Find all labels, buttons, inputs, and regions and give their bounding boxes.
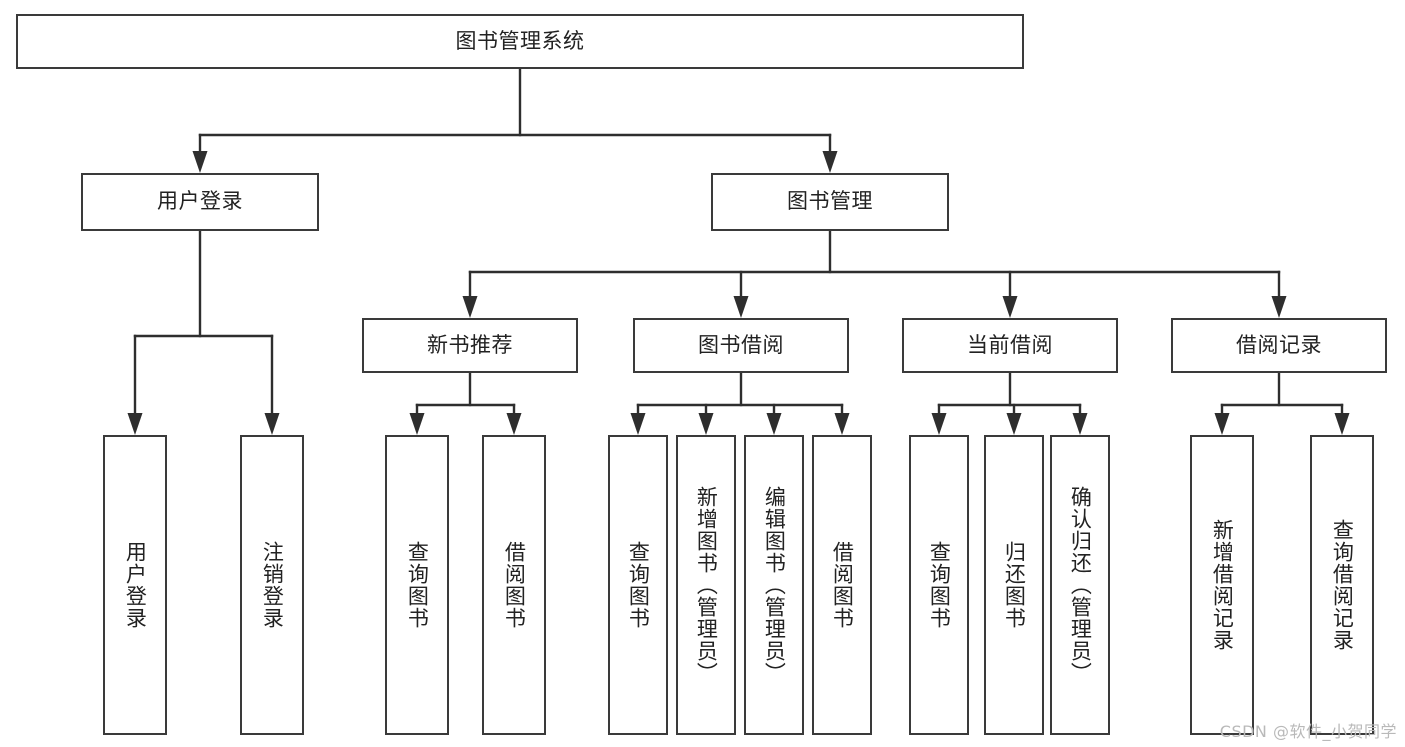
node-f_query_book_1[interactable]: 查询图书 [385, 435, 449, 735]
node-label: 图书管理 [787, 189, 873, 214]
arrowhead [834, 413, 850, 435]
node-label: 借阅图书 [830, 541, 855, 629]
node-book_manage[interactable]: 图书管理 [711, 173, 949, 231]
node-f_borrow_book_1[interactable]: 借阅图书 [482, 435, 546, 735]
node-borrow_record[interactable]: 借阅记录 [1171, 318, 1387, 373]
arrowhead [733, 296, 749, 318]
node-label: 新增借阅记录 [1210, 519, 1235, 651]
node-label: 借阅记录 [1236, 332, 1322, 357]
node-label: 新增图书（管理员） [694, 486, 719, 684]
watermark: CSDN @软件_小贺同学 [1219, 722, 1397, 741]
node-label: 确认归还（管理员） [1068, 486, 1093, 684]
arrowhead [127, 413, 143, 435]
node-label: 用户登录 [123, 541, 148, 629]
node-current_borrow[interactable]: 当前借阅 [902, 318, 1118, 373]
node-book_borrow[interactable]: 图书借阅 [633, 318, 849, 373]
node-f_query_record[interactable]: 查询借阅记录 [1310, 435, 1374, 735]
arrowhead [1214, 413, 1230, 435]
node-f_query_book_3[interactable]: 查询图书 [909, 435, 969, 735]
arrowhead [462, 296, 478, 318]
arrowhead [766, 413, 782, 435]
arrowhead [264, 413, 280, 435]
arrowhead [409, 413, 425, 435]
arrowhead [822, 151, 838, 173]
node-f_confirm_ret[interactable]: 确认归还（管理员） [1050, 435, 1110, 735]
node-label: 查询图书 [626, 541, 651, 629]
node-f_return_book[interactable]: 归还图书 [984, 435, 1044, 735]
node-label: 查询借阅记录 [1330, 519, 1355, 651]
node-label: 查询图书 [405, 541, 430, 629]
node-f_add_book[interactable]: 新增图书（管理员） [676, 435, 736, 735]
arrowhead [931, 413, 947, 435]
arrowhead [192, 151, 208, 173]
arrowhead [698, 413, 714, 435]
node-label: 图书借阅 [698, 332, 784, 357]
arrowhead [630, 413, 646, 435]
node-label: 用户登录 [157, 189, 243, 214]
node-f_user_login[interactable]: 用户登录 [103, 435, 167, 735]
node-f_borrow_book_2[interactable]: 借阅图书 [812, 435, 872, 735]
node-label: 新书推荐 [427, 332, 513, 357]
node-user_login[interactable]: 用户登录 [81, 173, 319, 231]
node-label: 图书管理系统 [455, 28, 585, 53]
node-label: 借阅图书 [502, 541, 527, 629]
node-label: 注销登录 [260, 541, 285, 629]
node-label: 编辑图书（管理员） [762, 486, 787, 684]
arrowhead [1072, 413, 1088, 435]
node-label: 归还图书 [1002, 541, 1027, 629]
node-f_add_record[interactable]: 新增借阅记录 [1190, 435, 1254, 735]
node-f_user_logout[interactable]: 注销登录 [240, 435, 304, 735]
arrowhead [1002, 296, 1018, 318]
arrowhead [1271, 296, 1287, 318]
node-f_query_book_2[interactable]: 查询图书 [608, 435, 668, 735]
arrowhead [1334, 413, 1350, 435]
arrowhead [1006, 413, 1022, 435]
node-root[interactable]: 图书管理系统 [16, 14, 1024, 69]
arrowhead [506, 413, 522, 435]
node-f_edit_book[interactable]: 编辑图书（管理员） [744, 435, 804, 735]
node-label: 当前借阅 [967, 332, 1053, 357]
node-label: 查询图书 [927, 541, 952, 629]
node-new_book_rec[interactable]: 新书推荐 [362, 318, 578, 373]
